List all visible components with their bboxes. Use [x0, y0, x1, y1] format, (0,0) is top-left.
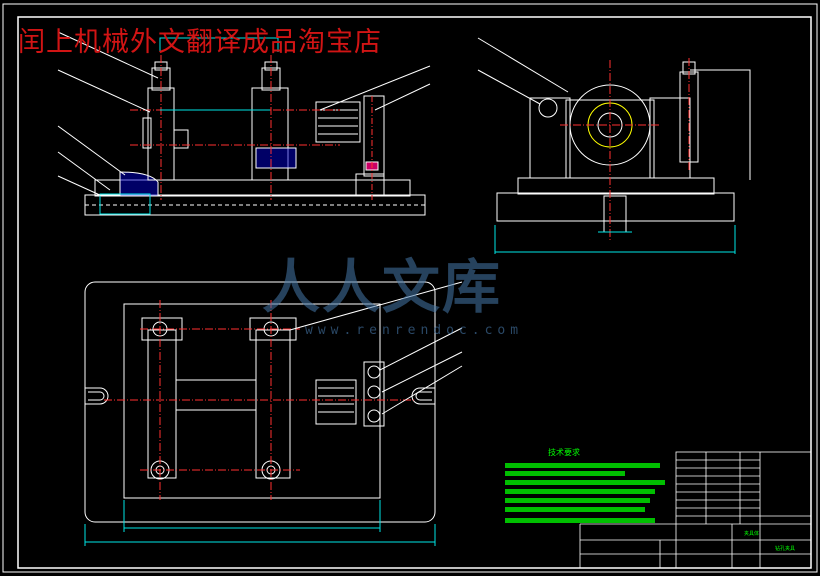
- note-line: [505, 507, 645, 512]
- note-line: [505, 518, 655, 523]
- title-block-drawing-name: 钻孔夹具: [775, 546, 796, 552]
- watermark-url: www.renrendoc.com: [305, 323, 524, 338]
- side-view: [477, 37, 751, 254]
- note-line: [505, 498, 650, 503]
- plan-view: [84, 281, 463, 546]
- title-block-part-name: 夹具体: [744, 531, 760, 537]
- note-line: [505, 471, 625, 476]
- note-line: [505, 480, 665, 485]
- outer-frame: [2, 3, 818, 573]
- front-view: [57, 31, 431, 216]
- note-line: [505, 463, 660, 468]
- watermark-text: 人人文库: [262, 253, 503, 321]
- shop-title: 闰上机械外文翻译成品淘宝店: [18, 27, 382, 58]
- technical-notes-title: 技术要求: [548, 448, 580, 457]
- title-block: [579, 451, 812, 569]
- note-line: [505, 489, 655, 494]
- inner-frame: [17, 16, 812, 569]
